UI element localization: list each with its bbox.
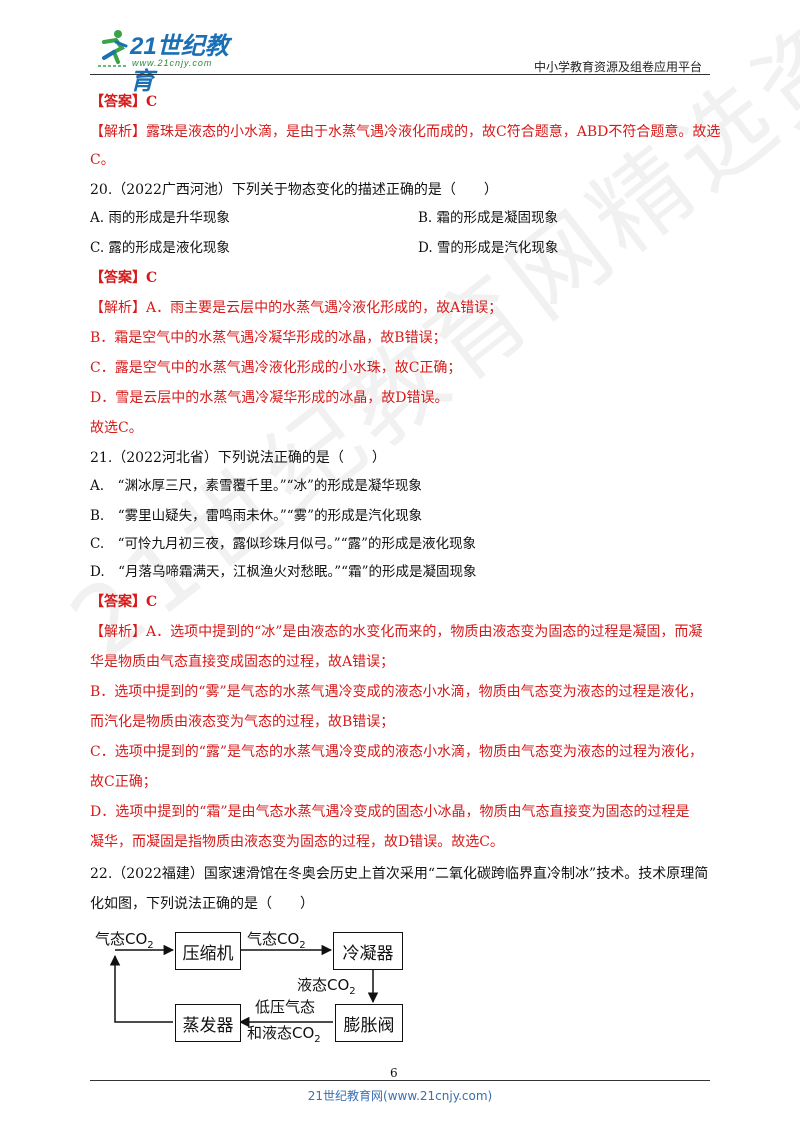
text-line: 20.（2022广西河池）下列关于物态变化的描述正确的是（ ）: [90, 182, 498, 198]
footer-site-link[interactable]: 21世纪教育网(www.21cnjy.com): [307, 1089, 493, 1103]
text-line: C。: [90, 152, 115, 168]
text-line: 21.（2022河北省）下列说法正确的是（ ）: [90, 450, 386, 466]
page-number: 6: [390, 1066, 398, 1080]
platform-name: 中小学教育资源及组卷应用平台: [533, 60, 702, 74]
text-line: C．选项中提到的“露”是气态的水蒸气遇冷变成的液态小水滴，物质由气态变为液态的过…: [90, 744, 704, 760]
text-line: C．露是空气中的水蒸气遇冷液化形成的小水珠，故C正确；: [90, 360, 462, 376]
label-liquid-co2: 液态CO2: [297, 976, 356, 997]
text-line: 22.（2022福建）国家速滑馆在冬奥会历史上首次采用“二氧化碳跨临界直冷制冰”…: [90, 866, 709, 882]
header-divider: [90, 74, 710, 75]
runner-logo-icon: [98, 30, 128, 67]
text-line: C. “可怜九月初三夜，露似珍珠月似弓。”“露”的形成是液化现象: [90, 536, 476, 552]
text-line: 【解析】露珠是液态的小水滴，是由于水蒸气遇冷液化而成的，故C符合题意，ABD不符…: [90, 124, 721, 140]
text-line: A. 雨的形成是升华现象: [90, 210, 230, 226]
label-and-liquid-co2: 和液态CO2: [247, 1024, 321, 1045]
label-gas-co2-in: 气态CO2: [95, 930, 154, 951]
co2-ice-making-diagram: 气态CO2 压缩机 气态CO2 冷凝器 液态CO2 膨胀阀 低压气态 和液态CO…: [95, 922, 425, 1052]
text-line: 化如图，下列说法正确的是（ ）: [90, 896, 314, 912]
text-line: 凝华，而凝固是指物质由液态变为固态的过程，故D错误。故选C。: [90, 834, 504, 850]
box-expansion-valve: 膨胀阀: [335, 1004, 403, 1042]
logo-brand: 21世纪教育: [130, 33, 229, 95]
label-low-pressure-gas: 低压气态: [255, 998, 316, 1016]
box-evaporator: 蒸发器: [175, 1004, 241, 1042]
text-line: D．选项中提到的“霜”是由气态水蒸气遇冷变成的固态小冰晶，物质由气态直接变为固态…: [90, 804, 690, 820]
logo-url: www.21cnjy.com: [132, 58, 213, 68]
text-line: D．雪是云层中的水蒸气遇冷凝华形成的冰晶，故D错误。: [90, 390, 449, 406]
text-line: 【答案】C: [90, 594, 158, 610]
footer-divider: [90, 1080, 710, 1081]
option-right: B. 霜的形成是凝固现象: [418, 210, 559, 226]
page-header: 21世纪教育 www.21cnjy.com 中小学教育资源及组卷应用平台: [90, 20, 710, 95]
text-line: 而汽化是物质由液态变为气态的过程，故B错误；: [90, 714, 395, 730]
diagram-arrows: [109, 944, 379, 1028]
text-line: B. “雾里山疑失，雷鸣雨未休。”“雾”的形成是汽化现象: [90, 508, 423, 524]
text-line: 故选C。: [90, 420, 143, 436]
box-condenser: 冷凝器: [333, 932, 403, 970]
text-line: A. “渊冰厚三尺，素雪覆千里。”“冰”的形成是凝华现象: [90, 478, 422, 494]
text-line: 【答案】C: [90, 270, 158, 286]
box-compressor: 压缩机: [175, 932, 241, 970]
site-logo[interactable]: 21世纪教育 www.21cnjy.com: [90, 26, 240, 95]
text-line: 华是物质由气态直接变成固态的过程，故A错误；: [90, 654, 395, 670]
text-line: D. “月落乌啼霜满天，江枫渔火对愁眠。”“霜”的形成是凝固现象: [90, 564, 477, 580]
text-line: B．选项中提到的“雾”是气态的水蒸气遇冷变成的液态小水滴，物质由气态变为液态的过…: [90, 684, 703, 700]
text-line: 故C正确；: [90, 774, 157, 790]
option-right: D. 雪的形成是汽化现象: [418, 240, 559, 256]
text-line: B．霜是空气中的水蒸气遇冷凝华形成的冰晶，故B错误；: [90, 330, 447, 346]
text-line: 【答案】C: [90, 94, 158, 110]
text-line: C. 露的形成是液化现象: [90, 240, 230, 256]
text-line: 【解析】A．选项中提到的“冰”是由液态的水变化而来的，物质由液态变为固态的过程是…: [90, 624, 703, 640]
text-line: 【解析】A．雨主要是云层中的水蒸气遇冷液化形成的，故A错误；: [90, 300, 503, 316]
label-gas-co2-mid: 气态CO2: [247, 930, 306, 951]
